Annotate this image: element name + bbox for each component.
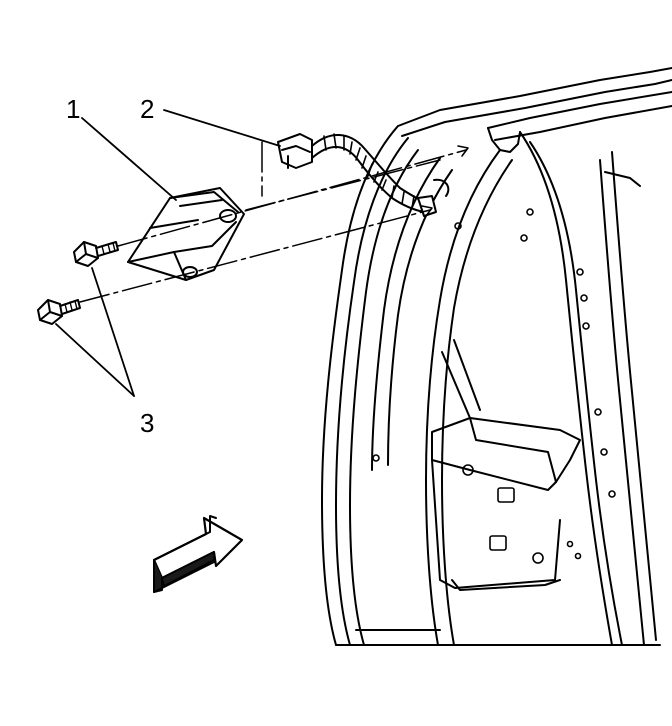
mounting-holes [372,208,616,564]
connector-harness [277,133,450,217]
callout-2: 2 [140,94,155,124]
callout-3: 3 [140,408,155,438]
bolt-lower [37,299,81,325]
callout-1: 1 [66,94,81,124]
body-panel [321,67,672,646]
leader-lines [55,109,281,397]
bolt-upper [73,241,119,267]
sensor-module [127,187,245,281]
view-direction-arrow [152,515,244,593]
guide-arrows [421,145,469,217]
installation-guide-lines [79,141,467,303]
